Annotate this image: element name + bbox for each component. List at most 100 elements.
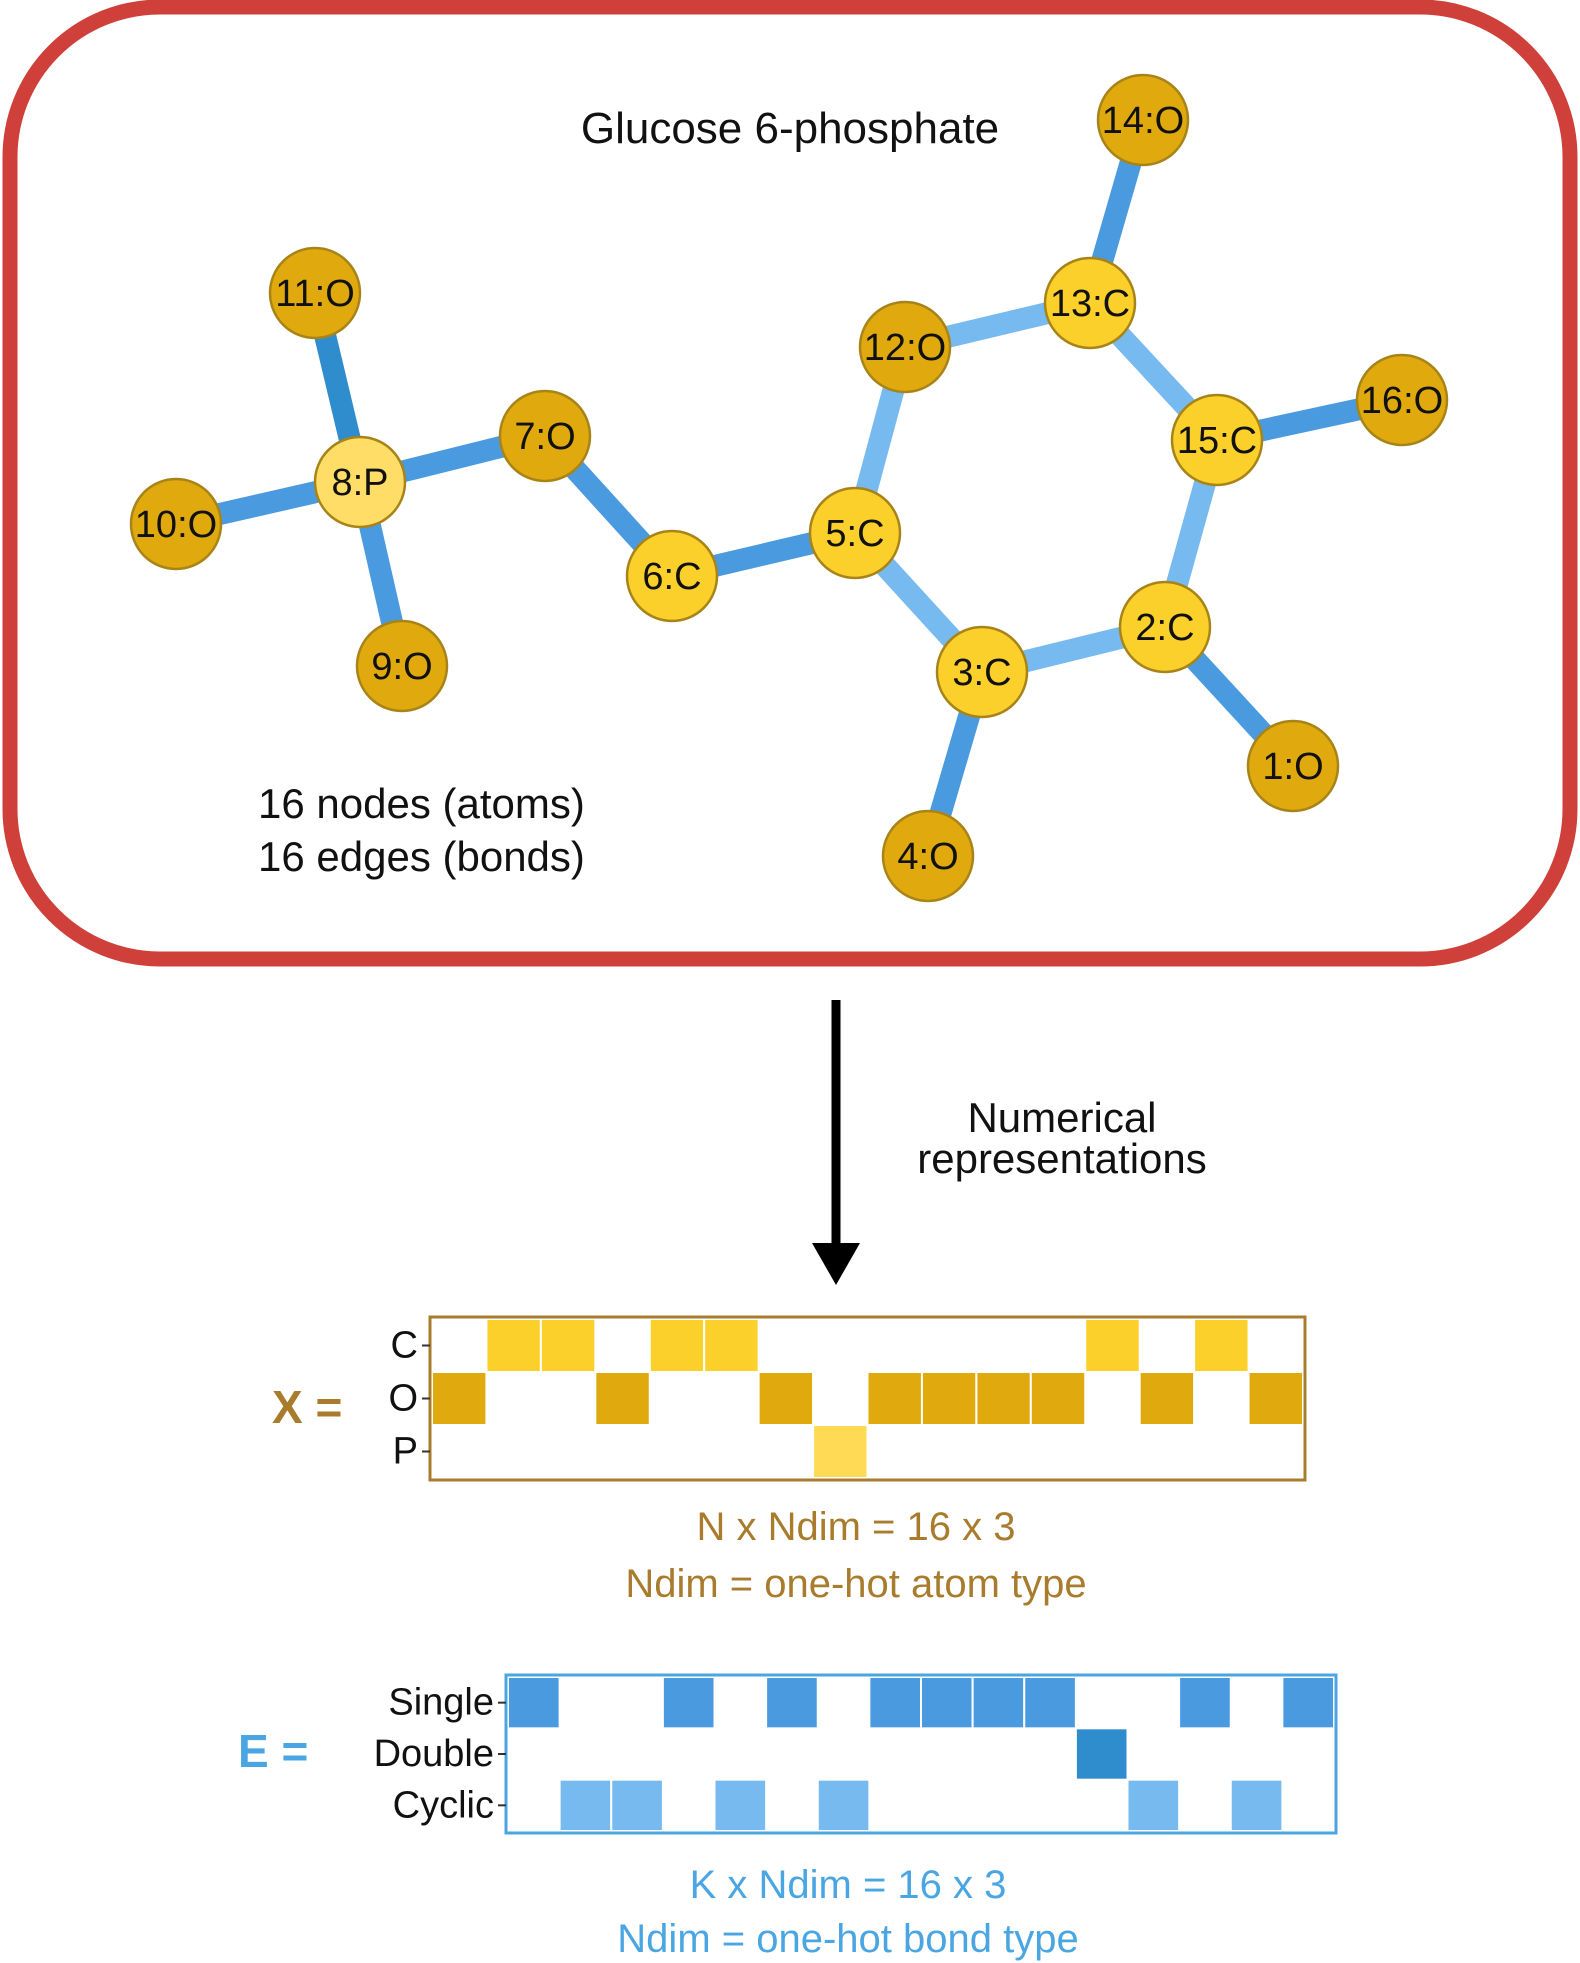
x-matrix-row-label: O <box>388 1378 418 1420</box>
e-matrix-cell <box>868 1676 922 1730</box>
atom-label: 9:O <box>371 646 432 688</box>
x-matrix-cell <box>594 1371 651 1426</box>
atom-node-15: 15:C <box>1170 393 1264 487</box>
atom-label: 13:C <box>1050 283 1130 325</box>
atom-circle <box>808 486 902 580</box>
atom-circle <box>355 619 449 713</box>
atom-label: 10:O <box>135 504 217 546</box>
x-matrix-cell <box>1029 1371 1087 1426</box>
atom-node-12: 12:O <box>858 300 952 394</box>
x-matrix-cell <box>757 1371 815 1426</box>
atom-node-10: 10:O <box>129 477 223 571</box>
atom-label: 7:O <box>514 416 575 458</box>
x-matrix-cell <box>1247 1371 1304 1426</box>
atom-circle <box>935 625 1029 719</box>
e-matrix-cell <box>661 1676 716 1730</box>
node-count-text: 16 nodes (atoms) <box>258 780 585 827</box>
x-matrix-row-label: C <box>391 1325 418 1367</box>
e-matrix-cell <box>1281 1676 1335 1730</box>
atom-label: 3:C <box>952 652 1011 694</box>
atom-circle <box>1118 580 1212 674</box>
x-matrix-cell <box>648 1318 706 1373</box>
x-matrix-cell <box>1138 1371 1196 1426</box>
atom-node-7: 7:O <box>498 389 592 483</box>
edge-count-text: 16 edges (bonds) <box>258 833 585 880</box>
atom-label: 6:C <box>642 556 701 598</box>
x-matrix-symbol: X = <box>272 1381 342 1433</box>
atom-label: 2:C <box>1135 607 1194 649</box>
x-matrix-caption-2: Ndim = one-hot atom type <box>625 1562 1086 1606</box>
molecule-title: Glucose 6-phosphate <box>581 104 999 153</box>
e-matrix-cell <box>1178 1676 1232 1730</box>
e-matrix-caption-2: Ndim = one-hot bond type <box>617 1917 1078 1961</box>
e-matrix-cell <box>610 1778 664 1832</box>
atom-nodes: 1:O 2:C 3:C 4:O 5:C 6:C 7:O 8:P 9:O 10:O 11:O 12:O 1… <box>129 73 1449 903</box>
atom-circle <box>881 809 975 903</box>
e-matrix-cell <box>507 1676 561 1730</box>
atom-node-5: 5:C <box>808 486 902 580</box>
e-matrix-cell <box>971 1676 1026 1730</box>
atom-node-16: 16:O <box>1355 353 1449 447</box>
e-matrix-cell <box>558 1778 613 1832</box>
atom-label: 8:P <box>331 462 388 504</box>
atom-node-4: 4:O <box>881 809 975 903</box>
atom-circle <box>498 389 592 483</box>
atom-node-11: 11:O <box>268 246 362 340</box>
atom-node-3: 3:C <box>935 625 1029 719</box>
x-matrix-cell <box>431 1371 488 1426</box>
atom-label: 11:O <box>275 273 355 315</box>
x-matrix-cell <box>812 1424 869 1479</box>
atom-node-13: 13:C <box>1043 256 1137 350</box>
e-matrix-cell <box>920 1676 974 1730</box>
e-matrix-row-label: Single <box>388 1682 494 1724</box>
atom-label: 12:O <box>864 327 946 369</box>
molecule-frame <box>2 0 1578 967</box>
x-matrix-cell <box>866 1371 923 1426</box>
atom-node-14: 14:O <box>1096 73 1190 167</box>
x-matrix-cell <box>975 1371 1032 1426</box>
x-matrix-cell <box>539 1318 597 1373</box>
atom-label: 16:O <box>1361 380 1443 422</box>
down-arrow-icon <box>812 1000 860 1285</box>
x-matrix-cell <box>1084 1318 1141 1373</box>
e-matrix-cell <box>713 1778 768 1832</box>
atom-node-8: 8:P <box>313 435 407 529</box>
atom-label: 5:C <box>825 513 884 555</box>
x-matrix-cell <box>920 1371 978 1426</box>
atom-circle <box>1043 256 1137 350</box>
atom-circle <box>313 435 407 529</box>
atom-circle <box>625 529 719 623</box>
e-matrix-cell <box>1023 1676 1077 1730</box>
arrow-label-line-2: representations <box>917 1135 1207 1182</box>
e-matrix-cell <box>816 1778 871 1832</box>
e-matrix-cell <box>1074 1727 1129 1781</box>
e-matrix-row-label: Double <box>374 1733 494 1775</box>
e-matrix-cell <box>1229 1778 1284 1832</box>
atom-label: 4:O <box>897 836 958 878</box>
atom-circle <box>1170 393 1264 487</box>
atom-circle <box>1096 73 1190 167</box>
atom-circle <box>129 477 223 571</box>
x-matrix-cell <box>485 1318 542 1373</box>
atom-label: 15:C <box>1177 420 1257 462</box>
e-matrix-caption-1: K x Ndim = 16 x 3 <box>690 1863 1007 1907</box>
atom-node-2: 2:C <box>1118 580 1212 674</box>
atom-node-1: 1:O <box>1246 719 1340 813</box>
atom-circle <box>858 300 952 394</box>
atom-node-6: 6:C <box>625 529 719 623</box>
arrow-label-line-1: Numerical <box>967 1094 1156 1141</box>
x-matrix-cell <box>1193 1318 1250 1373</box>
x-matrix-caption-1: N x Ndim = 16 x 3 <box>696 1505 1015 1549</box>
atom-circle <box>1355 353 1449 447</box>
atom-label: 14:O <box>1102 100 1184 142</box>
x-matrix-row-label: P <box>393 1431 418 1473</box>
atom-label: 1:O <box>1262 746 1323 788</box>
atom-node-9: 9:O <box>355 619 449 713</box>
e-matrix-symbol: E = <box>238 1725 308 1777</box>
atom-circle <box>1246 719 1340 813</box>
e-matrix-row-label: Cyclic <box>393 1784 494 1826</box>
e-matrix-cell <box>1126 1778 1181 1832</box>
